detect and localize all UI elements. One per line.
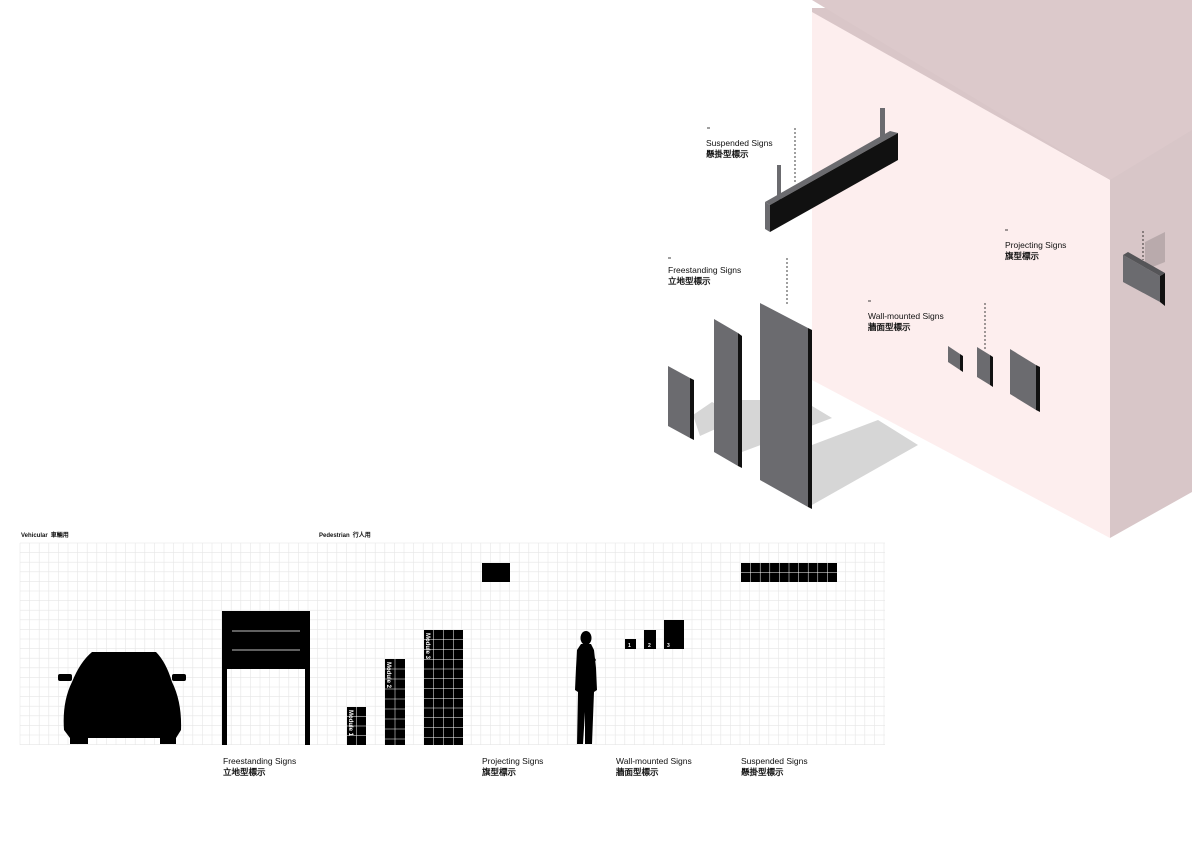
freestanding-sign-large-edge (808, 328, 812, 509)
heading-pedestrian-zh: 行人用 (352, 533, 371, 539)
freestanding-sign-small-edge (690, 378, 694, 440)
suspended-scale-sign (741, 563, 837, 582)
freestanding-scale-leg-left (222, 669, 227, 745)
freestanding-signs (668, 303, 812, 509)
projecting-sign (1123, 232, 1165, 306)
module-signs: Module 1 Module 2 Module 3 (347, 630, 463, 745)
label-freestanding-scale-en: Freestanding Signs (223, 756, 297, 766)
label-ticks (668, 127, 1008, 302)
freestanding-sign-medium-face (714, 319, 738, 466)
wall-sign-small-face (948, 346, 960, 370)
heading-vehicular-zh: 車輛用 (50, 533, 69, 539)
building-right-wall (1110, 130, 1192, 538)
heading-pedestrian-en: Pedestrian (319, 533, 350, 539)
label-wallmounted-scale-en: Wall-mounted Signs (616, 756, 692, 766)
wall-mounted-signs (948, 346, 1040, 412)
suspended-sign (765, 108, 898, 232)
label-wallmounted-scale: Wall-mounted Signs 牆面型標示 (616, 756, 692, 778)
freestanding-scale-panel (222, 611, 310, 669)
wall-sign-large-edge (1036, 365, 1040, 412)
wall-scale-number-2: 2 (648, 643, 651, 649)
label-freestanding-iso-zh: 立地型標示 (668, 276, 711, 286)
label-projecting-scale-en: Projecting Signs (482, 756, 544, 766)
module-sign-1-label: Module 1 (347, 710, 353, 737)
label-projecting-iso-en: Projecting Signs (1005, 240, 1067, 250)
leader-lines (786, 128, 1144, 350)
label-suspended-iso-zh: 懸掛型標示 (706, 149, 749, 159)
label-projecting-iso: Projecting Signs 旗型標示 (1005, 240, 1066, 262)
wall-scale-sign-2 (644, 630, 656, 649)
label-projecting-iso-zh: 旗型標示 (1005, 251, 1040, 261)
module-sign-3-label: Module 3 (424, 633, 430, 660)
projecting-sign-top (1123, 252, 1165, 276)
suspended-sign-rod-right (880, 108, 885, 140)
wall-sign-medium-edge (990, 355, 993, 387)
freestanding-scale-sign (222, 611, 310, 745)
wall-scale-number-1: 1 (628, 643, 631, 649)
wall-sign-medium-face (977, 347, 990, 385)
shadow-large (812, 420, 918, 505)
car-silhouette (58, 652, 186, 744)
projecting-sign-edge (1160, 273, 1165, 306)
label-suspended-iso: Suspended Signs 懸掛型標示 (706, 138, 773, 160)
label-suspended-scale-zh: 懸掛型標示 (741, 767, 784, 777)
label-wallmounted-iso: Wall-mounted Signs 牆面型標示 (868, 311, 944, 333)
freestanding-sign-small-face (668, 366, 690, 438)
wall-mounted-scale-signs: 1 2 3 (625, 620, 684, 649)
label-projecting-scale: Projecting Signs 旗型標示 (482, 756, 543, 778)
suspended-sign-rod-left (777, 165, 781, 200)
suspended-sign-top (765, 131, 898, 205)
label-wallmounted-iso-en: Wall-mounted Signs (868, 311, 944, 321)
label-freestanding-iso: Freestanding Signs 立地型標示 (668, 265, 741, 287)
label-freestanding-iso-en: Freestanding Signs (668, 265, 742, 275)
heading-vehicular-en: Vehicular (21, 533, 48, 539)
freestanding-scale-leg-right (305, 669, 310, 745)
person-silhouette (575, 631, 597, 744)
freestanding-sign-large-face (760, 303, 808, 507)
label-freestanding-scale-zh: 立地型標示 (223, 767, 266, 777)
wall-scale-sign-3 (664, 620, 684, 649)
suspended-sign-face (770, 133, 898, 232)
freestanding-sign-medium-edge (738, 333, 742, 468)
label-wallmounted-scale-zh: 牆面型標示 (616, 767, 659, 777)
label-suspended-scale: Suspended Signs 懸掛型標示 (741, 756, 808, 778)
projecting-scale-sign (482, 563, 510, 582)
label-wallmounted-iso-zh: 牆面型標示 (868, 322, 911, 332)
building-top-wall (812, 0, 1192, 180)
wall-scale-sign-1 (625, 639, 636, 649)
wall-sign-large-face (1010, 349, 1036, 410)
projecting-sign-face (1123, 255, 1160, 302)
label-projecting-scale-zh: 旗型標示 (482, 767, 517, 777)
wall-scale-number-3: 3 (667, 643, 670, 649)
label-freestanding-scale: Freestanding Signs 立地型標示 (223, 756, 296, 778)
module-sign-2-label: Module 2 (385, 662, 391, 689)
wall-sign-small-edge (960, 354, 963, 372)
label-suspended-iso-en: Suspended Signs (706, 138, 773, 148)
label-suspended-scale-en: Suspended Signs (741, 756, 808, 766)
projecting-sign-bracket-shadow (1145, 232, 1165, 270)
suspended-sign-end (765, 202, 770, 232)
